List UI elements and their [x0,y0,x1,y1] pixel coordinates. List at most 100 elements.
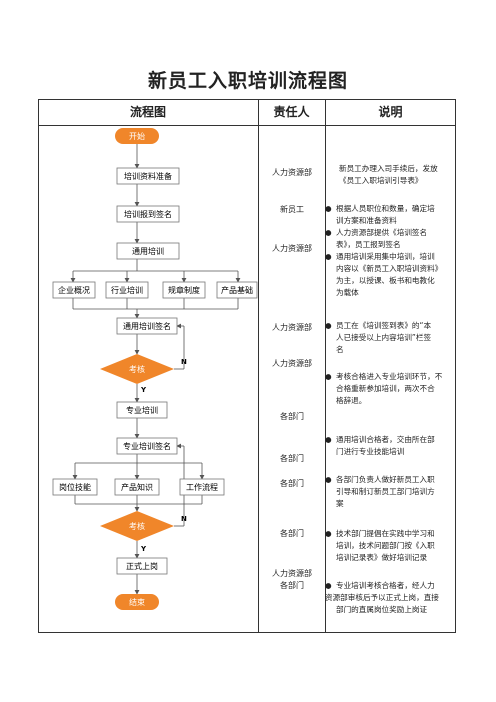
note-line: 新员工办理入司手续后，发放 [339,164,438,173]
note-block: ● 通用培训合格者，交由所在部 门进行专业技能培训 [325,434,453,458]
bullet-icon: ● [325,321,332,330]
responsible-cell: 各部门 [280,412,304,421]
responsible-cell: 各部门 [280,581,304,590]
note-line: 为载体 [336,288,359,297]
responsible-cell: 人力资源部 [272,569,312,578]
flow-general-label: 通用培训 [132,246,164,256]
responsible-cell: 人力资源部 [272,359,312,368]
note-line: 根据人员职位和数量，确定培 [336,204,435,213]
note-line: 训方案和准备资料 [336,216,397,225]
flow-prep-label: 培训资料准备 [124,171,172,181]
flow-prep-box: 培训资料准备 [116,167,180,185]
flow-pro-item-label: 产品知识 [121,482,153,492]
flow-pro-item: 产品知识 [114,478,160,496]
note-line: 培训记录表》做好培训记录 [336,553,428,562]
note-line: 引导和制订新员工部门培训方 [336,487,435,496]
column-divider [258,99,259,633]
bullet-icon: ● [325,228,332,237]
table-frame [38,99,456,633]
responsible-cell: 各部门 [280,454,304,463]
flow-yes-label: Y [140,386,147,394]
flow-yes-label: Y [140,545,147,553]
note-line: 内容以《新员工入职培训资料》 [336,264,443,273]
note-line: 部门的直属岗位奖励上岗证 [336,605,428,614]
flow-general-item-label: 产品基础 [221,285,253,295]
note-line: 为主，以授课、板书和电教化 [336,276,435,285]
note-line: 名 [336,345,344,354]
note-line: 通用培训合格者，交由所在部 [336,435,435,444]
flow-general-item-label: 行业培训 [111,285,143,295]
responsible-cell: 人力资源部 [272,168,312,177]
flow-general-item: 行业培训 [105,281,149,299]
note-line: 合格重新参加培训，两次不合 [336,384,435,393]
flow-pro-item-label: 岗位技能 [59,482,91,492]
note-line: 人力资源部提供《培训签名 [336,228,428,237]
note-block: ● 各部门负责人做好新员工入职 引导和制订新员工部门培训方 案 [325,474,453,510]
note-line: 培训，技术问题部门按《入职 [336,541,435,550]
flow-general-item-label: 规章制度 [168,285,200,295]
note-line: 考核合格进入专业培训环节，不 [336,372,443,381]
note-line: 专业培训考核合格者，经人力 [336,581,435,590]
note-line: 案 [336,499,344,508]
note-line: 通用培训采用集中培训，培训 [336,252,435,261]
flow-no-label: N [181,358,187,366]
note-line: 技术部门提倡在实践中学习和 [336,529,435,538]
responsible-cell: 人力资源部 [272,244,312,253]
flow-check-label: 考核 [129,521,145,531]
flow-no-label: N [181,515,187,523]
note-line: 人已接受以上内容培训”栏签 [336,333,432,342]
note-line: 各部门负责人做好新员工入职 [336,475,435,484]
note-block: ● 根据人员职位和数量，确定培 训方案和准备资料 ● 人力资源部提供《培训签名 表》… [325,203,453,299]
flow-check-diamond: 考核 [100,354,174,384]
flow-onboard-box: 正式上岗 [116,557,168,575]
note-line: 员工在《培训签到表》的“本 [336,321,432,330]
header-responsible: 责任人 [273,105,310,119]
bullet-icon: ● [325,252,332,261]
page-title: 新员工入职培训流程图 [147,70,348,92]
note-line: 资源部审核后予以正式上岗，直接 [325,593,439,602]
column-divider [325,99,326,633]
flow-general-box: 通用培训 [116,242,180,260]
note-block: ● 技术部门提倡在实践中学习和 培训，技术问题部门按《入职 培训记录表》做好培训记… [325,528,453,564]
responsible-cell: 人力资源部 [272,323,312,332]
note-line: 格辞退。 [336,396,367,405]
flow-start-label: 开始 [129,131,145,141]
flow-general-item: 规章制度 [162,281,206,299]
flow-end: 结束 [115,594,159,610]
responsible-cell: 各部门 [280,529,304,538]
note-line: 门进行专业技能培训 [336,447,405,456]
header-divider [38,125,456,126]
bullet-icon: ● [325,529,332,538]
flow-general-item: 产品基础 [216,281,258,299]
bullet-icon: ● [325,581,332,590]
flow-general-sign-box: 通用培训签名 [116,317,178,335]
note-block: ● 专业培训考核合格者，经人力 资源部审核后予以正式上岗，直接 部门的直属岗位奖励… [325,580,453,616]
flow-general-item: 企业概况 [52,281,96,299]
note-block: 新员工办理入司手续后，发放 《员工入职培训引导表》 [325,163,467,187]
flow-general-sign-label: 通用培训签名 [123,321,171,331]
flow-signup-box: 培训报到签名 [116,205,180,223]
flow-signup-label: 培训报到签名 [124,209,172,219]
flow-check-diamond: 考核 [100,511,174,541]
flow-pro-sign-label: 专业培训签名 [123,441,171,451]
flow-start: 开始 [115,128,159,144]
note-line: 表》，员工报到签名 [336,240,401,249]
note-line: 《员工入职培训引导表》 [339,176,423,185]
flow-pro-box: 专业培训 [116,401,168,419]
flow-general-item-label: 企业概况 [58,285,90,295]
flow-pro-sign-box: 专业培训签名 [116,437,178,455]
bullet-icon: ● [325,435,332,444]
flow-pro-item-label: 工作流程 [186,482,218,492]
flow-pro-item: 岗位技能 [52,478,98,496]
flow-pro-label: 专业培训 [126,405,158,415]
bullet-icon: ● [325,372,332,381]
note-block: ● 考核合格进入专业培训环节，不 合格重新参加培训，两次不合 格辞退。 [325,371,453,407]
flow-end-label: 结束 [129,597,145,607]
flowchart: 开始 培训资料准备 培训报到签名 通用培训 企业概况 行业培训 规章制度 产品基… [52,128,258,610]
flow-check-label: 考核 [129,364,145,374]
bullet-icon: ● [325,475,332,484]
header-flow: 流程图 [129,105,166,119]
flow-onboard-label: 正式上岗 [126,561,158,571]
responsible-cell: 各部门 [280,479,304,488]
bullet-icon: ● [325,204,332,213]
